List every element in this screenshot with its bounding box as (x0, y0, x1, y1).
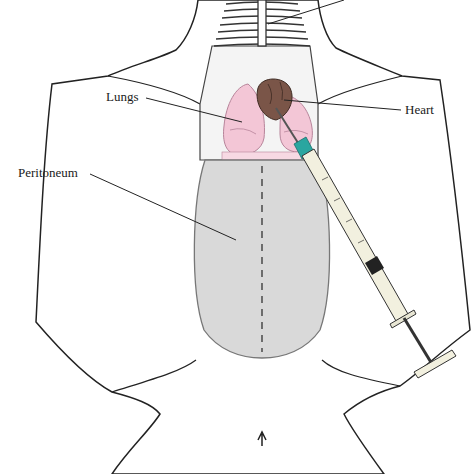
part-label: Lungs (106, 90, 139, 104)
graduation (322, 177, 328, 180)
plunger-stopper (365, 256, 384, 275)
plunger-thumb (414, 350, 456, 378)
ribcage (214, 0, 310, 46)
syringe-barrel (302, 149, 408, 321)
syringe (276, 108, 456, 378)
needle (276, 108, 300, 146)
leader-line (284, 100, 401, 110)
sternum (258, 0, 266, 46)
lung-lobe-line (284, 130, 308, 134)
midline-incision (261, 166, 262, 352)
graduation (358, 240, 364, 243)
heart-vessel (268, 82, 283, 104)
graduation (346, 219, 352, 222)
part-label: Heart (405, 103, 434, 117)
plunger-rod (404, 318, 432, 364)
body-outline (36, 0, 470, 474)
barrel-graduations (322, 177, 364, 243)
anus-mark (258, 432, 266, 446)
leader-lines (90, 0, 401, 240)
lung-lobe-line (230, 129, 256, 134)
leader-line (268, 0, 344, 24)
thoracic-cavity (200, 46, 318, 160)
peritoneum (194, 160, 329, 358)
graduation (334, 198, 340, 201)
leader-line (90, 174, 236, 240)
leader-line (146, 98, 242, 122)
heart (257, 79, 292, 120)
part-label: Peritoneum (18, 166, 78, 180)
